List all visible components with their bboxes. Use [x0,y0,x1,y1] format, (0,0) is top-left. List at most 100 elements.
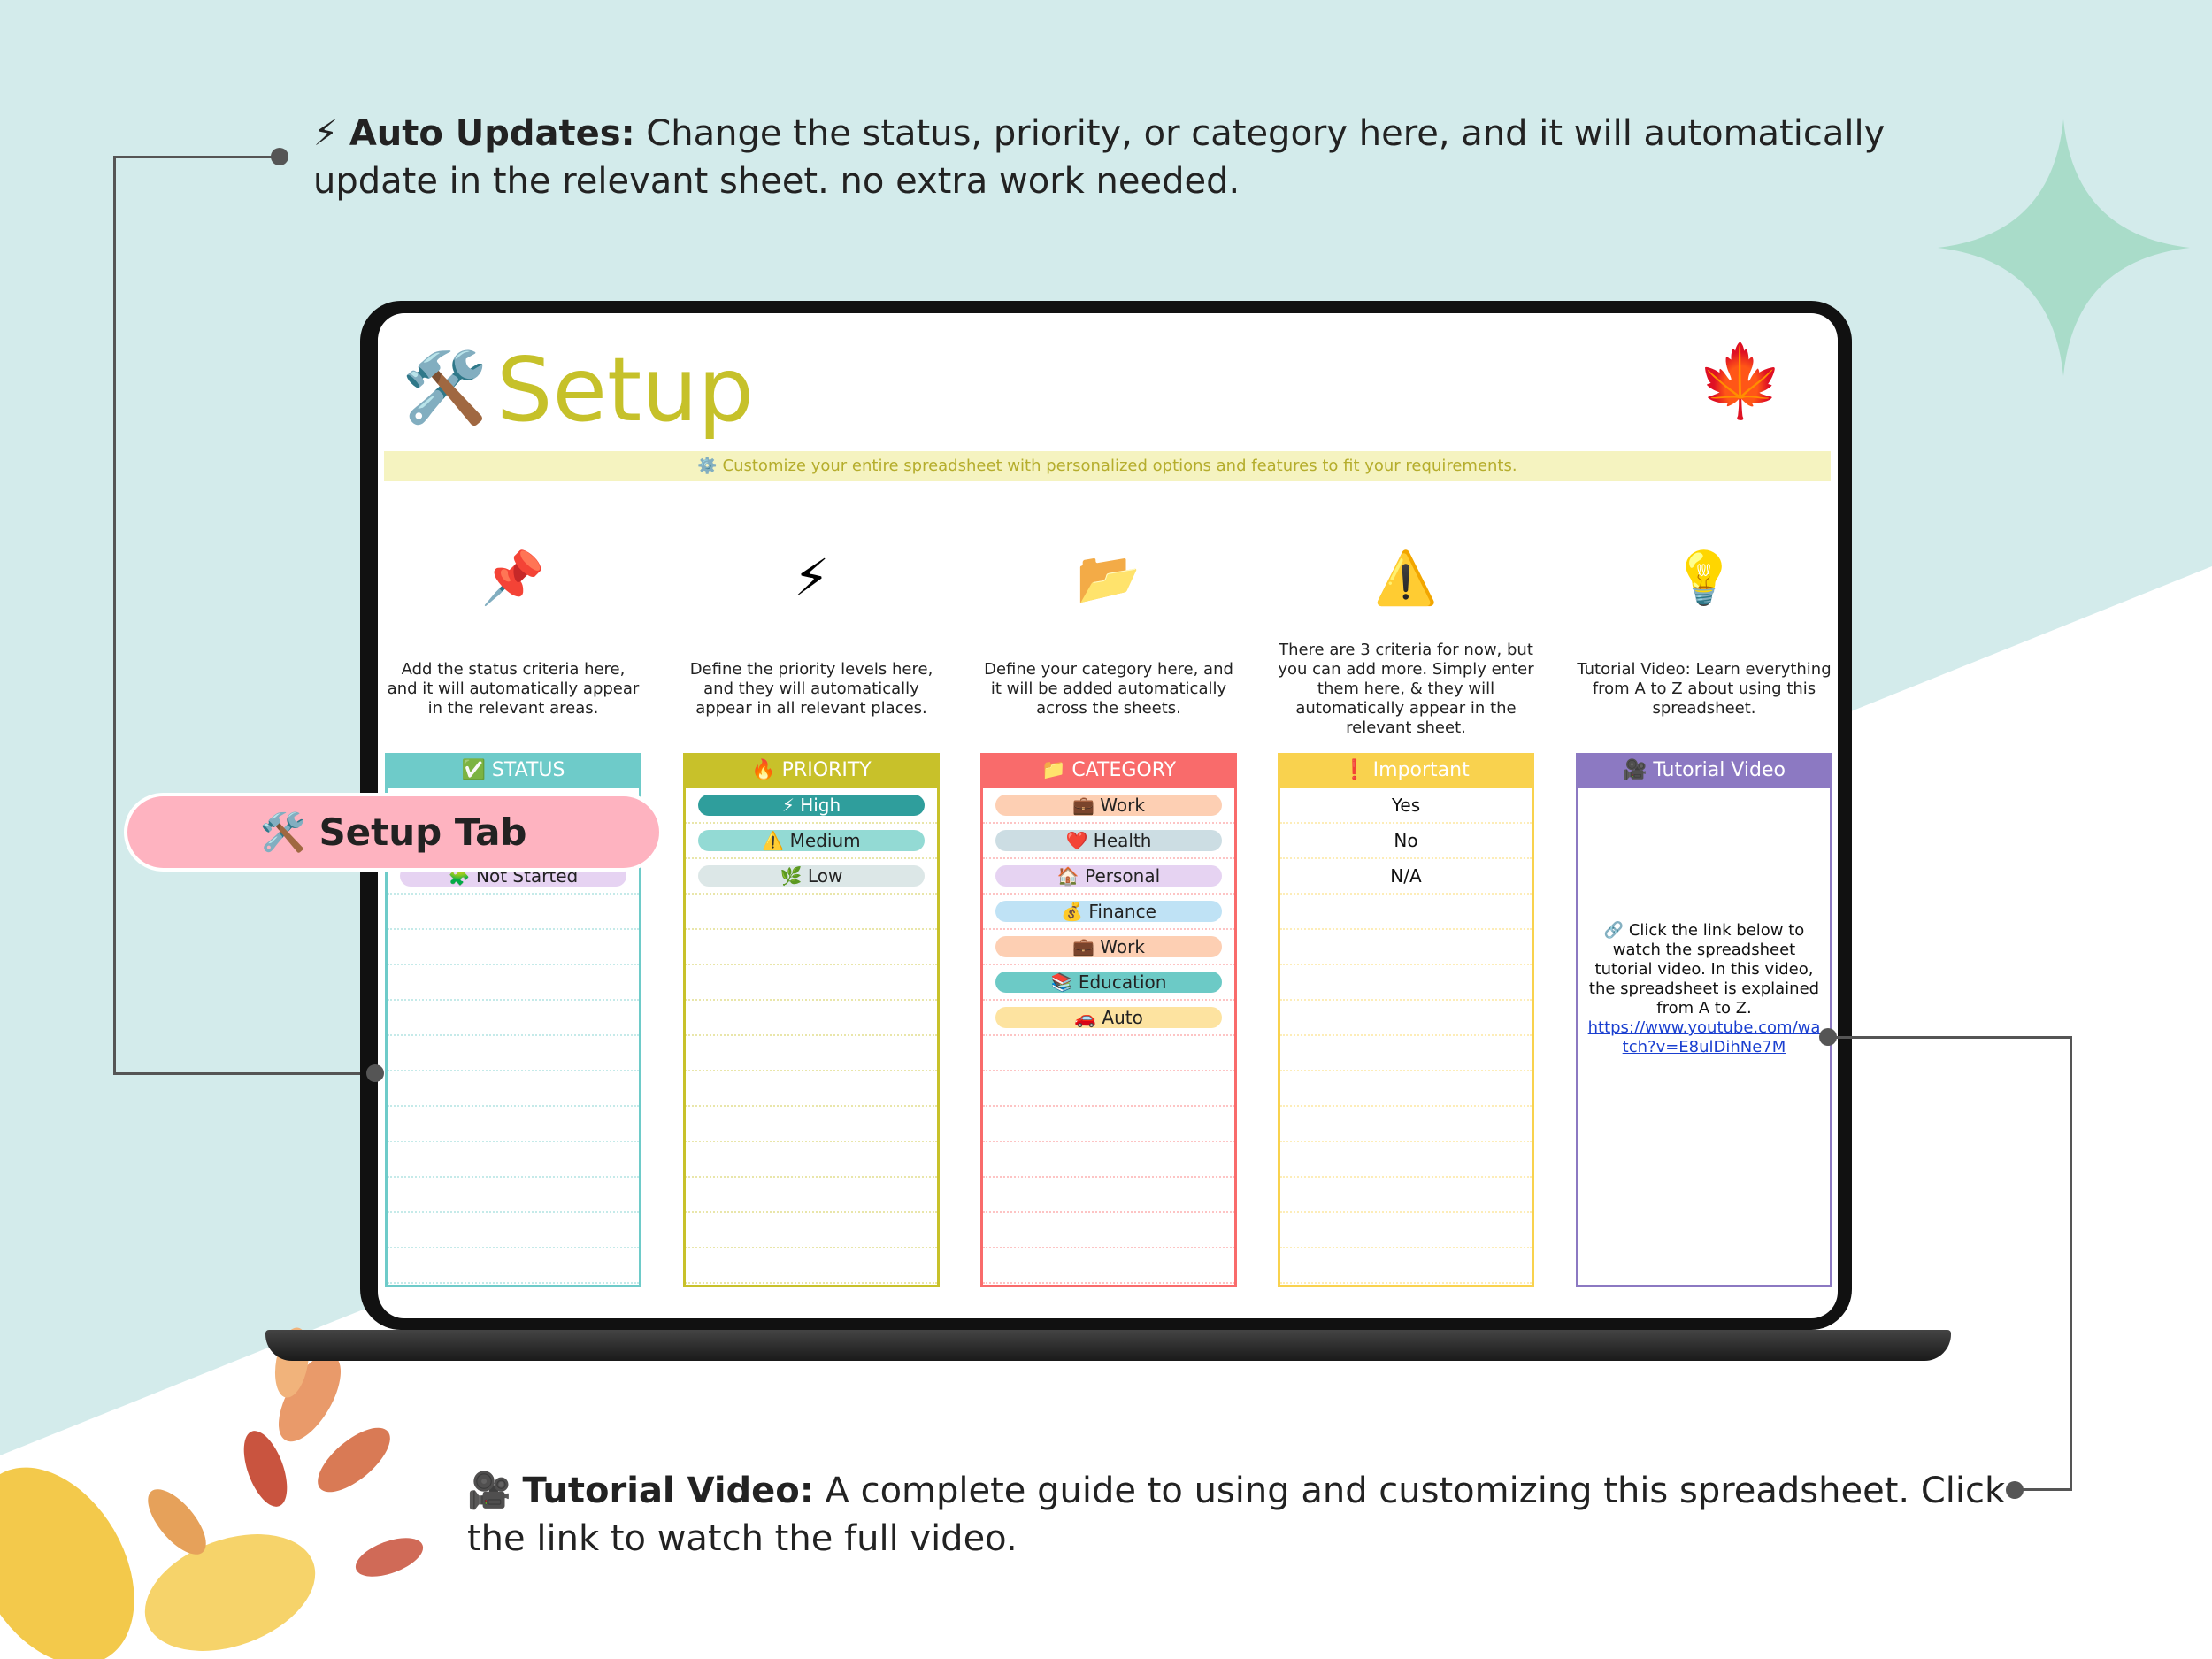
page-title: Setup [496,338,755,442]
table-row[interactable] [1280,1178,1532,1213]
table-row[interactable]: 🏠 Personal [983,859,1234,895]
table-row[interactable] [686,1213,937,1248]
table-row[interactable]: ⚡ High [686,788,937,824]
lightning-icon: ⚡ [313,113,339,154]
connector-dot [2006,1481,2024,1499]
table-row[interactable] [983,1071,1234,1107]
table-row[interactable] [686,1001,937,1036]
tutorial-column: 🎥 Tutorial Video 🔗 Click the link below … [1576,753,1832,1287]
tutorial-link[interactable]: https://www.youtube.com/watch?v=E8ulDihN… [1587,1018,1821,1056]
table-row[interactable]: 💼 Work [983,930,1234,965]
table-row[interactable] [1280,895,1532,930]
spreadsheet-screen: 🛠️ Setup 🍁 ⚙️ Customize your entire spre… [378,313,1838,1318]
category-option: 🚗 Auto [995,1007,1222,1028]
category-option: 💼 Work [995,795,1222,816]
table-row[interactable] [983,1036,1234,1071]
connector-line [113,1072,375,1075]
table-row[interactable] [1280,1142,1532,1178]
category-option: 💼 Work [995,936,1222,957]
table-row[interactable] [686,1142,937,1178]
tutorial-description: Tutorial Video: Learn everything from A … [1577,660,1832,718]
status-header: ✅ STATUS [388,753,639,788]
table-row[interactable] [983,1142,1234,1178]
table-row[interactable] [388,1001,639,1036]
priority-option: 🌿 Low [698,865,925,887]
category-option: ❤️ Health [995,830,1222,851]
table-row[interactable]: 💼 Work [983,788,1234,824]
lightning-icon: ⚡ [793,548,830,608]
priority-column: 🔥 PRIORITY ⚡ High ⚠️ Medium 🌿 Low [683,753,940,1287]
important-option: N/A [1390,865,1422,887]
table-row[interactable] [1280,965,1532,1001]
table-row[interactable] [686,930,937,965]
table-row[interactable]: No [1280,824,1532,859]
important-description: There are 3 criteria for now, but you ca… [1278,641,1534,737]
table-row[interactable] [1280,930,1532,965]
table-row[interactable]: 🚗 Auto [983,1001,1234,1036]
table-row[interactable] [686,1107,937,1142]
table-row[interactable] [388,965,639,1001]
connector-line [113,156,277,158]
table-row[interactable] [388,1036,639,1071]
table-row[interactable] [388,1248,639,1284]
table-row[interactable]: 📚 Education [983,965,1234,1001]
important-option: No [1394,830,1418,851]
priority-option: ⚠️ Medium [698,830,925,851]
table-row[interactable] [983,1178,1234,1213]
table-row[interactable] [388,1142,639,1178]
table-row[interactable] [686,965,937,1001]
category-option: 📚 Education [995,972,1222,993]
table-row[interactable] [388,1213,639,1248]
table-row[interactable] [686,1036,937,1071]
important-header: ❗ Important [1280,753,1532,788]
pushpin-icon: 📌 [480,548,546,608]
table-row[interactable]: 💰 Finance [983,895,1234,930]
table-row[interactable] [1280,1248,1532,1284]
maple-leaf-icon: 🍁 [1696,340,1785,422]
table-row[interactable] [686,1071,937,1107]
category-description: Define your category here, and it will b… [984,660,1233,718]
priority-option: ⚡ High [698,795,925,816]
folder-icon: 📂 [1076,548,1141,608]
table-row[interactable] [686,1178,937,1213]
category-option: 🏠 Personal [995,865,1222,887]
priority-header: 🔥 PRIORITY [686,753,937,788]
table-row[interactable] [1280,1036,1532,1071]
table-row[interactable] [1280,1071,1532,1107]
table-row[interactable]: ❤️ Health [983,824,1234,859]
table-row[interactable]: N/A [1280,859,1532,895]
sparkle-star-icon [1938,119,2190,376]
table-row[interactable] [388,895,639,930]
connector-dot [1819,1028,1837,1046]
category-option: 💰 Finance [995,901,1222,922]
table-row[interactable] [1280,1107,1532,1142]
table-row[interactable]: 🌿 Low [686,859,937,895]
table-row[interactable]: Yes [1280,788,1532,824]
table-row[interactable] [388,1107,639,1142]
table-row[interactable] [983,1248,1234,1284]
category-column: 📁 CATEGORY 💼 Work ❤️ Health 🏠 Personal 💰 Fin… [980,753,1237,1287]
table-row[interactable]: ⚠️ Medium [686,824,937,859]
lightbulb-icon: 💡 [1671,548,1737,608]
table-row[interactable] [388,1071,639,1107]
table-row[interactable] [388,930,639,965]
laptop-base [265,1330,1951,1361]
connector-dot [271,148,288,165]
tutorial-text: 🔗 Click the link below to watch the spre… [1588,921,1820,1018]
warning-icon: ⚠️ [1373,548,1439,608]
info-banner: ⚙️ Customize your entire spreadsheet wit… [384,451,1831,481]
table-row[interactable] [983,1107,1234,1142]
tutorial-callout: 🎥 Tutorial Video: A complete guide to us… [467,1471,2006,1559]
table-row[interactable] [388,1178,639,1213]
table-row[interactable] [686,895,937,930]
table-row[interactable] [1280,1001,1532,1036]
setup-tab-label: 🛠️ Setup Tab [124,793,663,872]
category-header: 📁 CATEGORY [983,753,1234,788]
important-option: Yes [1391,795,1421,816]
table-row[interactable] [1280,1213,1532,1248]
table-row[interactable] [686,1248,937,1284]
status-description: Add the status criteria here, and it wil… [387,660,640,718]
connector-line [113,156,116,1074]
table-row[interactable] [983,1213,1234,1248]
tutorial-header: 🎥 Tutorial Video [1578,753,1830,788]
